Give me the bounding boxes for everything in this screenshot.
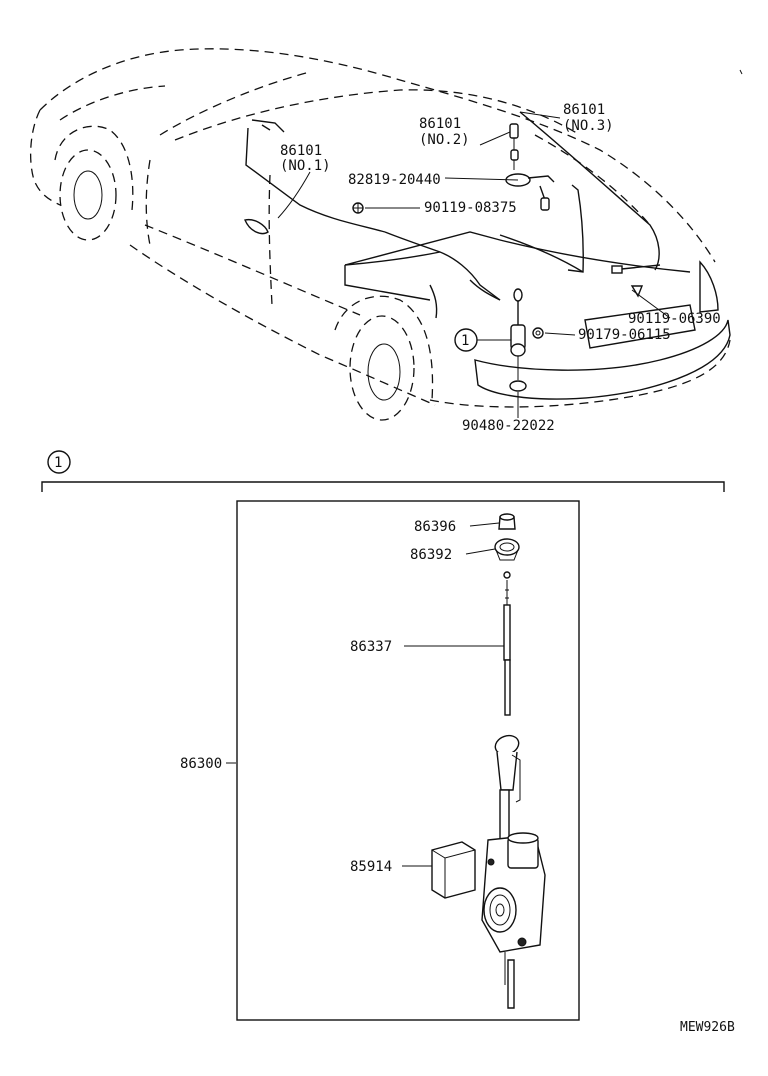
sub-ref-badge-label: 1 (461, 333, 469, 349)
detail-header: 1 (41, 450, 725, 492)
label-wire-no3-sub: (NO.3) (563, 118, 614, 134)
label-wire-no1-sub: (NO.1) (280, 158, 331, 174)
footer-code: MEW926B (680, 1020, 735, 1035)
label-clamp-upper: 90119-08375 (424, 200, 517, 216)
label-wire-no1-part: 86101 (280, 143, 322, 159)
relay-part (431, 841, 476, 899)
label-wire-no3-part: 86101 (563, 102, 605, 118)
label-cord: 82819-20440 (348, 172, 441, 188)
label-assembly: 86300 (180, 756, 222, 772)
top-leader-lines (277, 111, 671, 418)
label-wire-no2-part: 86101 (419, 116, 461, 132)
rod-part (503, 571, 511, 716)
car-body-outline (30, 48, 743, 421)
label-rod: 86337 (350, 639, 392, 655)
label-grommet: 90480-22022 (462, 418, 555, 434)
detail-leader-lines (226, 522, 504, 867)
cap-part (498, 513, 516, 530)
label-clamp-right: 90119-06390 (628, 311, 721, 327)
label-cap: 86396 (414, 519, 456, 535)
label-nut: 90179-06115 (578, 327, 671, 343)
motor-assembly (481, 734, 546, 1009)
detail-ref-label: 1 (54, 455, 62, 471)
label-wire-no2-sub: (NO.2) (419, 132, 470, 148)
bezel-part (494, 538, 520, 561)
antenna-components-top (352, 123, 644, 392)
detail-frame (236, 500, 580, 1021)
sub-ref-badge: 1 (454, 328, 478, 352)
label-relay: 85914 (350, 859, 392, 875)
label-bezel: 86392 (410, 547, 452, 563)
